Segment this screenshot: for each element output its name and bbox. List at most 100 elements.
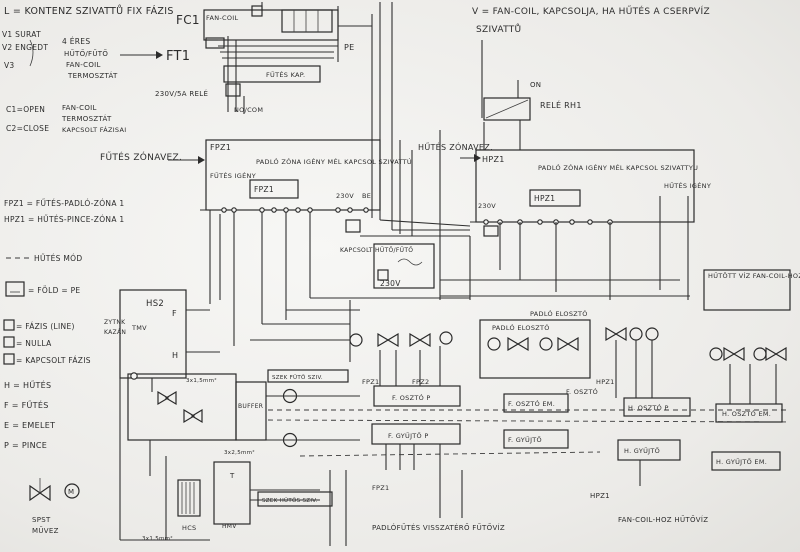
hs2-f-label: F xyxy=(172,309,177,318)
hpz1-low-label: HPZ1 xyxy=(590,492,610,500)
padlo-eloszto-1: PADLÓ ELOSZTÓ xyxy=(492,323,550,332)
f-gyujto-p-label: F. GYŰJTŐ P xyxy=(388,431,429,440)
padlo-eloszto-1-box xyxy=(479,319,591,379)
boiler-piping xyxy=(127,373,237,441)
hpz-valve-row xyxy=(605,326,659,342)
legend-fazis: = FÁZIS (LINE) xyxy=(16,322,75,331)
fan-coil-note: FAN-COIL xyxy=(66,61,101,69)
f-oszto-p-label: F. OSZTÓ P xyxy=(392,393,431,402)
c-close-note: C2=CLOSE xyxy=(6,124,49,133)
top-right-note-2: SZIVATTŮ xyxy=(476,23,521,35)
legend-nulla: = NULLA xyxy=(16,339,52,348)
v2-note: V2 ENGEDT xyxy=(2,43,48,52)
szek-hutes-label: SZEK HŰTŐS SZIV. xyxy=(262,497,318,504)
fc1-relay xyxy=(205,37,225,49)
legend-spst2: MŰVEZ xyxy=(32,526,59,535)
fpz1-note: PADLÓ ZÓNA IGÉNY MÉL KAPCSOL SZIVATTÚ xyxy=(256,157,412,166)
szek-futes-label: SZEK FŰTŐ SZIV. xyxy=(272,374,323,381)
svg-text:M: M xyxy=(68,488,74,496)
legend-kapcsolt: = KAPCSOLT FÁZIS xyxy=(16,356,91,365)
hpz1-controller xyxy=(475,149,695,223)
f-gyujto-e-box xyxy=(503,429,569,449)
valve-icon xyxy=(183,408,196,424)
hpz1-note: PADLÓ ZÓNA IGÉNY MÉL KAPCSOL SZIVATTYU xyxy=(538,163,698,172)
fpz1-low-label: FPZ1 xyxy=(372,484,389,492)
h-oszto-p-label: H. OSZTÓ P xyxy=(628,403,669,412)
legend-fold: = FÖLD = PE xyxy=(28,286,80,295)
fan-coil-2-note: FAN-COIL xyxy=(62,104,97,112)
v3x25-label: 3x2,5mm² xyxy=(224,449,255,456)
legend-e: E = EMELET xyxy=(4,421,55,430)
c-open-note: C1=OPEN xyxy=(6,105,45,114)
switch-230v: 230V xyxy=(380,279,401,288)
fc1-relay-2 xyxy=(225,83,241,97)
ztnk-label: ZYTNK xyxy=(104,319,126,326)
v3x15-label: 3x1,5mm² xyxy=(186,377,217,384)
title-note: L = KONTENZ SZIVATTŮ FIX FÁZIS xyxy=(4,5,174,17)
tmv-label: TMV xyxy=(131,324,147,332)
padlo-eloszto-2: PADLÓ ELOSZTÓ xyxy=(530,309,588,318)
v-brace xyxy=(29,39,34,67)
h-gyujto-e-box xyxy=(711,451,781,471)
arrow-head-icon xyxy=(198,156,205,164)
arrow-head-icon xyxy=(156,51,163,59)
futes-zonavez-note: FŰTÉS ZÓNAVEZ. xyxy=(100,151,182,163)
legend-hutes-mod: HŰTÉS MÓD xyxy=(34,254,82,263)
fpz1-230v: 230V xyxy=(336,192,354,200)
rh1-relay-box xyxy=(483,97,531,121)
f-oszto-e-label: F. OSZTÓ EM. xyxy=(508,399,555,408)
padlo-valves-1 xyxy=(487,336,579,352)
hcs-coils xyxy=(181,482,195,514)
t-label: T xyxy=(229,472,235,480)
hpz1-inner-label: HPZ1 xyxy=(534,194,555,203)
kapcsolt-switch xyxy=(373,243,435,289)
on-label: ON xyxy=(530,81,541,89)
fc1-futes-label: FŰTÉS KAP. xyxy=(266,70,305,79)
fpz12-label: FPZ1 xyxy=(362,378,379,386)
h-gyujto-e-label: H. GYŰJTŐ EM. xyxy=(716,457,767,466)
legend-ground-icon xyxy=(5,281,25,297)
futoviz-note: PADLÓFŰTÉS VISSZATÉRŐ FŰTŐVÍZ xyxy=(372,523,505,532)
termosztat-2-note: TERMOSZTÁT xyxy=(61,114,112,123)
f-oszto-e-box xyxy=(503,393,569,413)
hmv-label: HMV xyxy=(222,523,237,530)
hpz1-box-label: HPZ1 xyxy=(482,155,505,164)
legend-switched-icon xyxy=(3,353,15,365)
probe-icon xyxy=(130,372,138,380)
buffer-label: BUFFER xyxy=(238,403,263,410)
hs2-label: HS2 xyxy=(146,299,164,309)
h-gyujto-box xyxy=(617,439,681,461)
h-oszto-p-box xyxy=(623,397,691,417)
legend-line-icon xyxy=(3,319,15,331)
right-valve-row xyxy=(709,346,787,362)
f-oszto-p2-label: F. OSZTÓ xyxy=(566,387,598,396)
szek-futes-box xyxy=(267,369,349,383)
no-com-label: NO/COM xyxy=(234,106,263,114)
ft1-label: FT1 xyxy=(166,49,190,64)
fpz1-pe-terminal xyxy=(345,219,361,233)
valve-icon xyxy=(157,390,170,406)
switch-wave xyxy=(397,258,423,266)
fpz-valve-row xyxy=(349,331,453,348)
fpz1-be: BE xyxy=(362,192,371,200)
motor-icon xyxy=(64,483,80,499)
kanzol-note: KAPCSOLT HŰTŐ/FŰTŐ xyxy=(340,247,413,254)
fc1-big-label: FC1 xyxy=(176,13,200,27)
hmv-tank xyxy=(213,461,251,525)
hs2-h-label: H xyxy=(172,351,178,360)
rele-rh1-label: RELÉ RH1 xyxy=(540,99,582,110)
legend-fpz: FPZ1 = FŰTÉS-PADLÓ-ZÓNA 1 xyxy=(4,199,125,208)
fpz1-box-label: FPZ1 xyxy=(210,143,231,152)
futes-igeny: FŰTÉS IGÉNY xyxy=(210,171,256,180)
fpz1-terminals xyxy=(221,207,369,213)
legend-hpz: HPZ1 = HŰTÉS-PINCE-ZÓNA 1 xyxy=(4,215,125,224)
f-gyujto-e-label: F. GYŰJTŐ xyxy=(508,435,542,444)
h-oszto-e-label: H. OSZTÓ EM. xyxy=(722,409,771,418)
fc1-terminal-block xyxy=(281,9,333,33)
hutott-viz-box xyxy=(703,269,791,311)
arrow-head-icon xyxy=(474,154,481,162)
v1-note: V1 SURAT xyxy=(2,30,41,39)
four-eres-note: 4 ÉRES xyxy=(62,37,90,46)
